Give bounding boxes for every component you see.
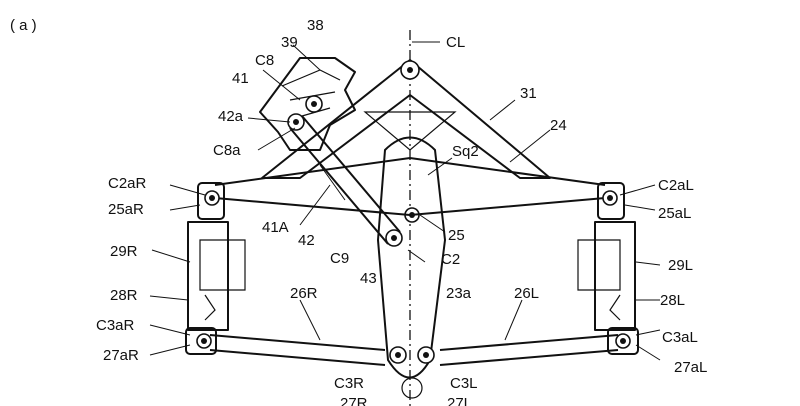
pivot-C3R-center — [395, 352, 401, 358]
left-upright-29L — [594, 221, 636, 331]
label-41: 41 — [232, 70, 249, 87]
label-C2aR: C2aR — [108, 175, 147, 192]
label-C9: C9 — [330, 250, 349, 267]
label-C2: C2 — [441, 251, 460, 268]
label-38: 38 — [307, 17, 324, 34]
actuator-38 — [259, 57, 356, 151]
pivot-C8-center — [311, 101, 317, 107]
leaders — [149, 44, 661, 361]
label-C8a: C8a — [213, 142, 241, 159]
label-29L: 29L — [668, 257, 693, 274]
top-pivot-center — [407, 67, 413, 73]
frame-crossbar — [363, 111, 457, 151]
label-C3L: C3L — [450, 375, 478, 392]
label-C3aR: C3aR — [96, 317, 135, 334]
lower-arm-26L — [439, 334, 619, 366]
left-shock-28L — [577, 239, 621, 321]
label-C3R: C3R — [334, 375, 364, 392]
central-body-23a — [377, 136, 446, 379]
panel-label: ( a ) — [10, 17, 37, 34]
label-39: 39 — [281, 34, 298, 51]
label-26L: 26L — [514, 285, 539, 302]
upper-arm-24 — [214, 157, 606, 216]
pivot-C2aR-center — [209, 195, 215, 201]
label-25aL: 25aL — [658, 205, 691, 222]
pivot-C9-center — [391, 235, 397, 241]
label-27aR: 27aR — [103, 347, 139, 364]
pivot-C2aL-center — [607, 195, 613, 201]
label-31: 31 — [520, 85, 537, 102]
label-24: 24 — [550, 117, 567, 134]
label-28L: 28L — [660, 292, 685, 309]
label-27R: 27R — [340, 395, 368, 406]
label-C8: C8 — [255, 52, 274, 69]
label-25aR: 25aR — [108, 201, 144, 218]
pivot-C3L-center — [423, 352, 429, 358]
label-42: 42 — [298, 232, 315, 249]
pivot-C8a-center — [293, 119, 299, 125]
pivot-C3aR-center — [201, 338, 207, 344]
label-42a: 42a — [218, 108, 244, 125]
pivot-C3aL-center — [620, 338, 626, 344]
lower-hub — [401, 377, 423, 399]
label-25: 25 — [448, 227, 465, 244]
label-41A: 41A — [262, 219, 289, 236]
left-knuckle-25aL — [597, 182, 625, 220]
label-43: 43 — [360, 270, 377, 287]
label-CL: CL — [446, 34, 465, 51]
left-knuckle-27aL — [607, 327, 639, 355]
label-C2aL: C2aL — [658, 177, 694, 194]
label-23a: 23a — [446, 285, 472, 302]
right-upright-29R — [187, 221, 229, 331]
right-knuckle-25aR — [197, 182, 225, 220]
label-27L: 27L — [447, 395, 472, 406]
right-shock-28R — [199, 239, 246, 321]
right-knuckle-27aR — [185, 327, 217, 355]
label-27aL: 27aL — [674, 359, 707, 376]
label-26R: 26R — [290, 285, 318, 302]
lower-arm-26R — [209, 334, 386, 366]
label-29R: 29R — [110, 243, 138, 260]
label-28R: 28R — [110, 287, 138, 304]
label-Sq2: Sq2 — [452, 143, 479, 160]
label-C3aL: C3aL — [662, 329, 698, 346]
